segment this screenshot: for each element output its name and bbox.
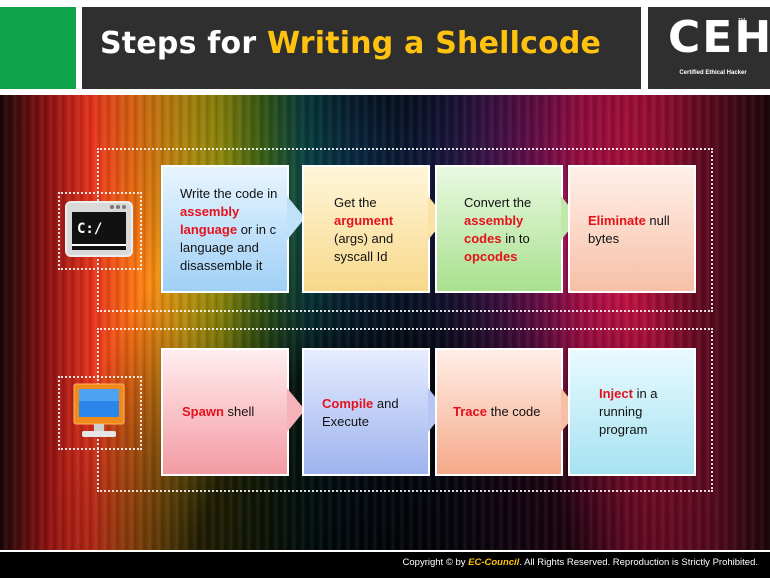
arrow-right-icon [287, 388, 305, 432]
monitor-icon [73, 383, 125, 437]
step-trace-code [435, 348, 563, 476]
terminal-icon: C:/ [65, 201, 133, 257]
terminal-prompt: C:/ [77, 221, 102, 237]
header-green-block [0, 7, 76, 89]
copyright-text: Copyright © by EC-Council. All Rights Re… [402, 557, 758, 568]
step-write-code [161, 165, 289, 293]
arrow-right-icon [287, 196, 305, 240]
step-write-code-text: Write the code in assembly language or i… [180, 186, 278, 273]
ceh-logo [648, 7, 770, 89]
page-title: Steps for Writing a Shellcode [100, 26, 601, 61]
step-get-argument-text: Get the argument (args) and syscall Id [334, 195, 394, 264]
title-highlight: Writing a Shellcode [266, 26, 602, 61]
logo-trademark: TM [738, 18, 746, 24]
step-spawn-shell [161, 348, 289, 476]
logo-text: CEH [668, 12, 770, 63]
title-part1: Steps for [100, 26, 267, 61]
terminal-icon-frame [58, 192, 142, 270]
monitor-icon-frame [58, 376, 142, 450]
step-inject-program-text: Inject in a running program [599, 386, 658, 437]
step-eliminate-null [568, 165, 696, 293]
footer [0, 552, 770, 578]
step-spawn-shell-text: Spawn shell [182, 404, 255, 419]
title-bar [82, 7, 641, 89]
step-eliminate-null-text: Eliminate null bytes [588, 213, 670, 246]
ec-council-logo: EC-Council [468, 557, 520, 568]
step-convert-opcodes-text: Convert the assembly codes in to opcodes [464, 195, 532, 264]
step-compile-execute-text: Compile and Execute [322, 396, 399, 429]
logo-subtitle: Certified Ethical Hacker [679, 70, 747, 76]
step-inject-program [568, 348, 696, 476]
step-trace-code-text: Trace the code [453, 404, 541, 419]
